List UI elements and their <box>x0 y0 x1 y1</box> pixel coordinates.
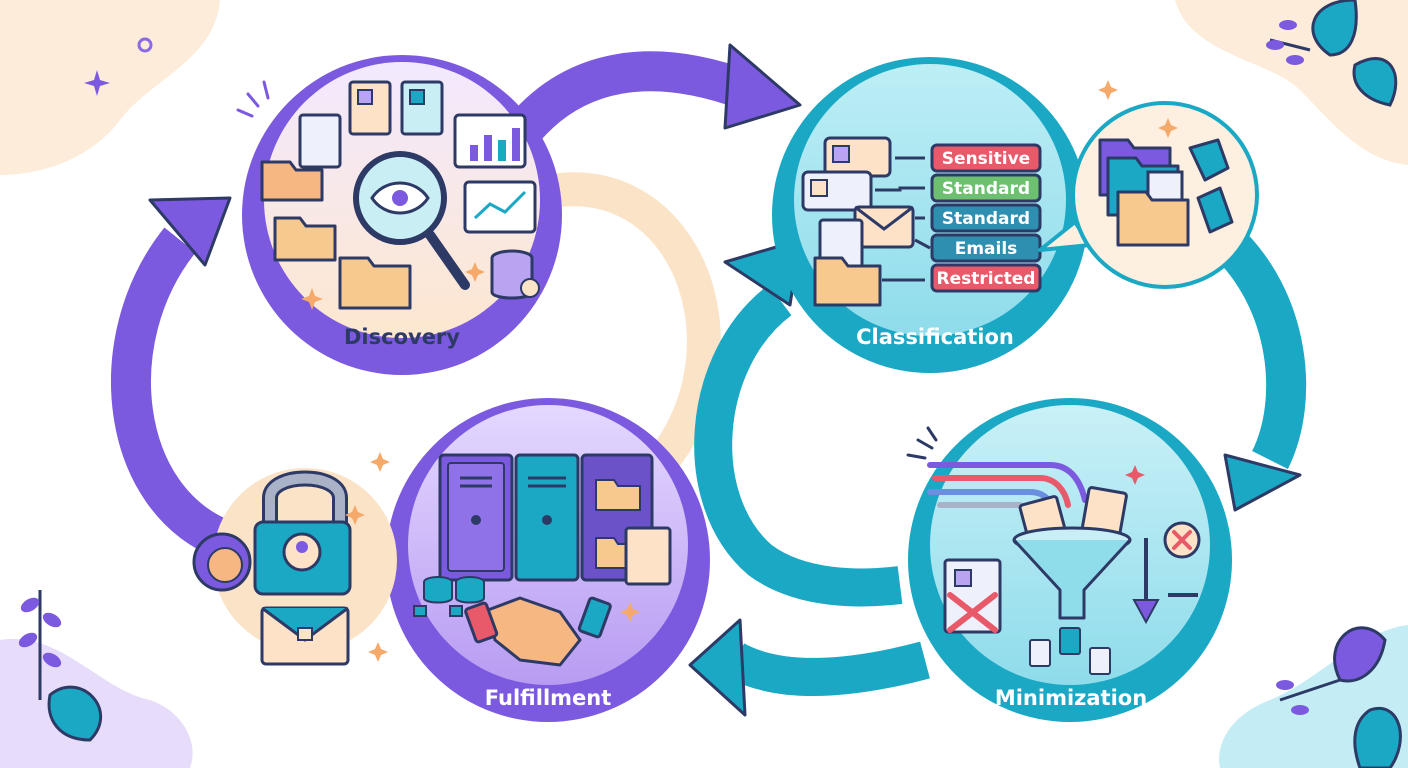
tag-pill <box>930 173 1042 203</box>
minimization-node <box>906 398 1232 722</box>
tag-pill <box>930 263 1042 293</box>
stage-label-classification: Classification <box>856 325 1014 349</box>
sparkle-lines-icon <box>906 426 938 460</box>
avatar <box>192 532 252 592</box>
sparkle-icon <box>1125 465 1145 485</box>
sparkle-icon <box>1158 118 1178 138</box>
tag-icon <box>1188 138 1234 234</box>
locked-envelope-icon <box>260 606 350 666</box>
email-icon <box>853 205 915 249</box>
stage-label-fulfillment: Fulfillment <box>484 686 612 710</box>
arrow-classification-to-minimization <box>1210 225 1307 469</box>
arrowhead-icon <box>723 43 802 130</box>
handshake-icon <box>464 596 612 667</box>
tag-label: Restricted <box>937 269 1036 289</box>
arrow-fulfillment-to-discovery <box>111 227 233 559</box>
arrowhead-icon <box>688 618 747 717</box>
tag-list: SensitiveStandardStandardEmailsRestricte… <box>930 143 1042 293</box>
arrowhead-icon <box>1223 453 1302 512</box>
arrow-discovery-to-classification <box>509 51 752 142</box>
flow-arrows <box>111 43 1307 717</box>
document-icon <box>624 526 672 586</box>
folder-icon <box>260 160 412 310</box>
stage-label-discovery: Discovery <box>344 325 460 349</box>
arrowhead-icon <box>148 196 232 267</box>
connector-lines <box>875 156 931 282</box>
sparkle-icon <box>620 602 640 622</box>
padlock-icon <box>253 470 352 596</box>
tag-label: Standard <box>942 209 1030 229</box>
folders-tags-bubble <box>1038 80 1259 289</box>
security-bubble <box>192 452 397 666</box>
tag-pill <box>930 203 1042 233</box>
classification-node: SensitiveStandardStandardEmailsRestricte… <box>772 57 1088 373</box>
tag-label: Standard <box>942 179 1030 199</box>
stage-label-minimization: Minimization <box>994 686 1148 710</box>
bar-chart-icon <box>453 113 527 169</box>
arrow-minimization-to-fulfillment <box>725 641 930 696</box>
deleted-document-icon <box>943 558 1002 634</box>
funnel-icon <box>1012 526 1132 620</box>
tag-pill <box>930 143 1042 173</box>
database-icon <box>490 249 540 300</box>
fulfillment-node <box>386 398 710 722</box>
tag-label: Sensitive <box>942 149 1030 169</box>
down-arrow-icon <box>1132 538 1160 625</box>
line-chart-icon <box>463 180 537 234</box>
id-card-icon <box>801 136 892 212</box>
sparkle-icon <box>345 452 390 662</box>
sparkle-icon <box>301 262 485 310</box>
document-icon <box>298 80 444 169</box>
small-documents-icon <box>1029 627 1111 675</box>
arrow-teal-loop <box>694 284 903 607</box>
folder-icon <box>813 256 882 307</box>
remove-icon <box>1163 521 1201 597</box>
sparkle-icon <box>1098 80 1118 100</box>
magnifier-eye-icon <box>353 151 470 290</box>
server-icon <box>413 576 485 617</box>
locker-icon <box>438 453 654 582</box>
stacked-folders-icon <box>1098 138 1190 247</box>
discovery-node <box>236 55 562 375</box>
tag-label: Emails <box>955 239 1018 259</box>
sparkle-lines-icon <box>236 80 270 118</box>
